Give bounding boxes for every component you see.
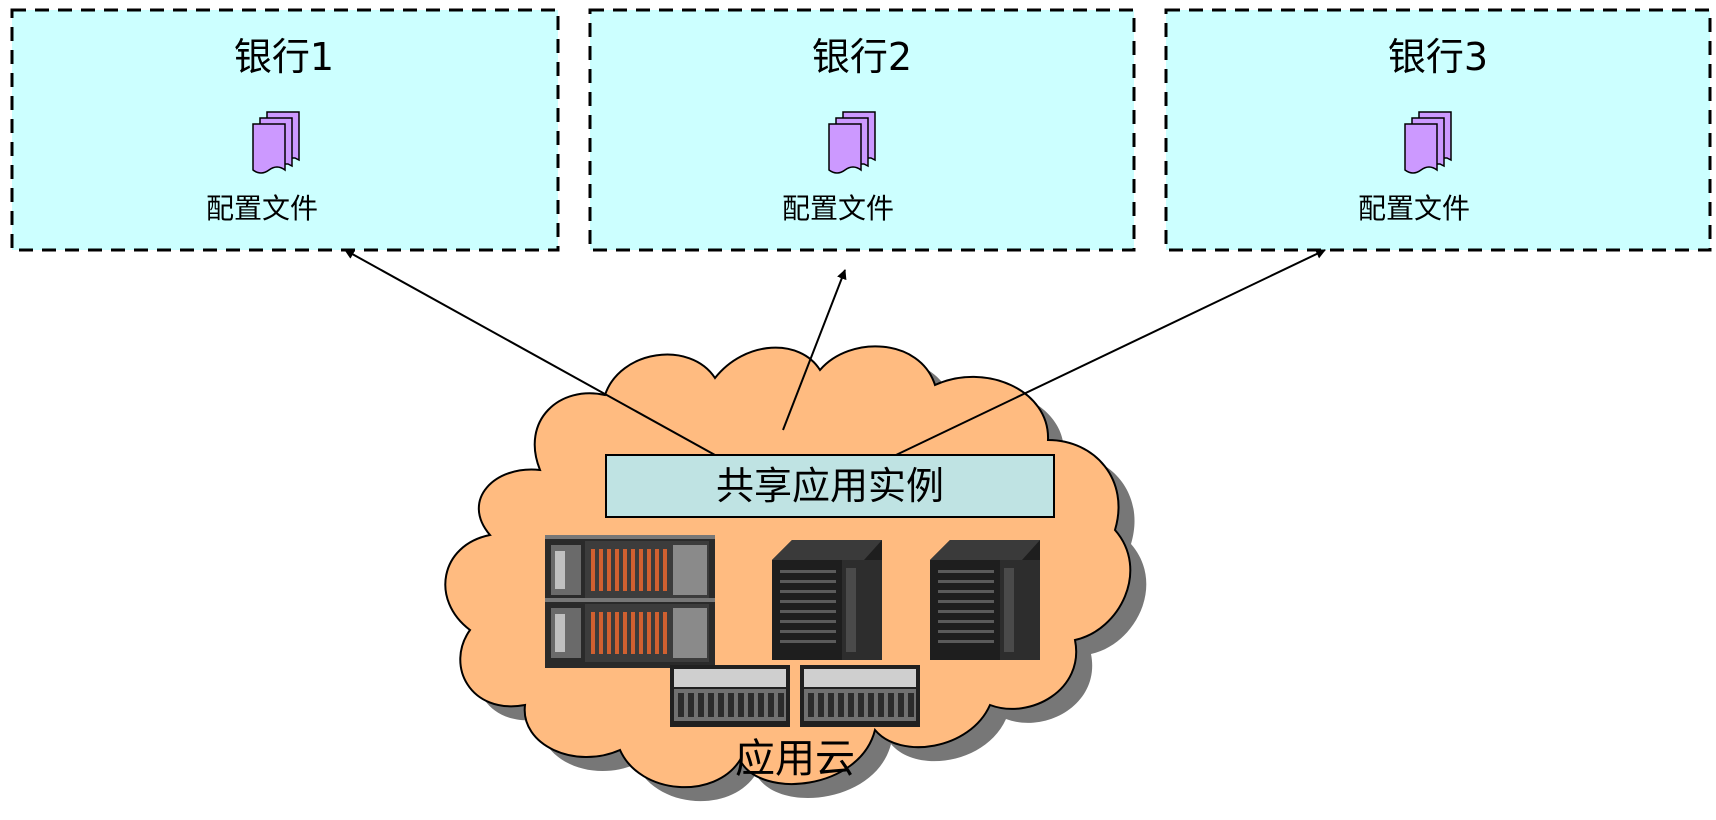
config-file-label-2: 配置文件 — [782, 192, 894, 225]
storage-array-icon — [800, 665, 920, 727]
bank-box-2: 银行2 配置文件 — [588, 8, 1136, 252]
document-stack-icon — [1404, 111, 1452, 174]
cloud-label: 应用云 — [735, 736, 855, 782]
config-file-label-3: 配置文件 — [1358, 192, 1470, 225]
arrow-to-bank-2 — [782, 269, 847, 431]
bank-title-1: 银行1 — [234, 35, 334, 79]
application-cloud: 应用云 — [444, 345, 1147, 802]
arrow-to-bank-1 — [344, 249, 716, 456]
arrow-to-bank-3 — [895, 249, 1326, 456]
shared-instance-label: 共享应用实例 — [716, 464, 944, 508]
tower-server-icon — [772, 540, 882, 660]
blade-server-icon — [545, 535, 715, 605]
document-stack-icon — [828, 111, 876, 174]
document-stack-icon — [252, 111, 300, 174]
bank-box-1: 银行1 配置文件 — [10, 8, 560, 252]
bank-title-2: 银行2 — [812, 35, 912, 79]
blade-server-icon — [545, 598, 715, 668]
tower-server-icon — [930, 540, 1040, 660]
storage-array-icon — [670, 665, 790, 727]
bank-title-3: 银行3 — [1388, 35, 1488, 79]
shared-instance-box: 共享应用实例 — [605, 454, 1055, 518]
bank-box-3: 银行3 配置文件 — [1164, 8, 1712, 252]
connection-arrows — [344, 249, 1326, 456]
config-file-label-1: 配置文件 — [206, 192, 318, 225]
